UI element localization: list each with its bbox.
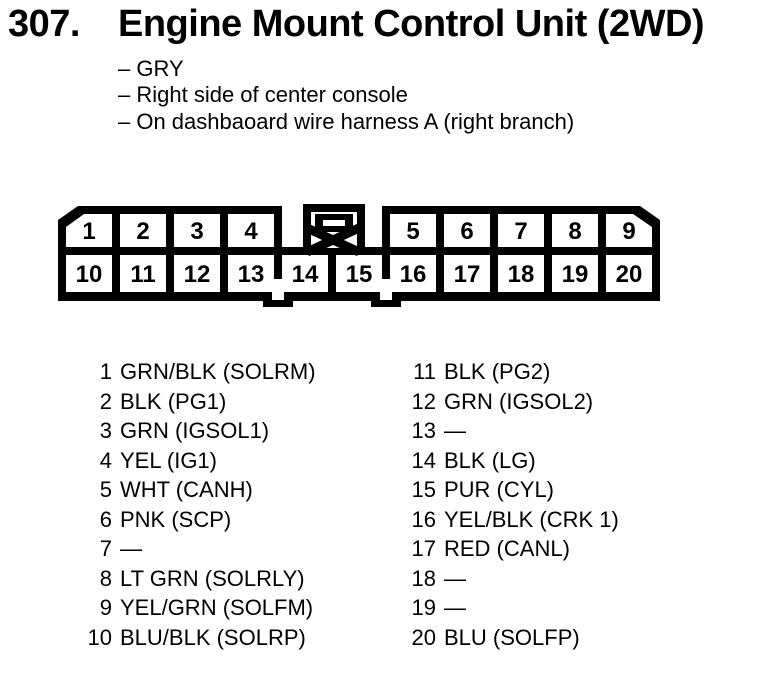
cell-number: 8 [568,218,581,245]
cell-number: 20 [616,261,643,288]
pin-number: 7 [99,536,112,561]
connector-cell-numbers: 1 2 3 4 5 6 7 8 9 10 11 12 13 14 15 16 1… [76,218,643,288]
pin-row: 15 PUR (CYL) [390,475,619,505]
pin-row: 17 RED (CANL) [390,534,619,564]
pin-label: — [444,418,466,443]
cell-number: 9 [622,218,635,245]
pin-label: GRN (IGSOL1) [120,418,270,443]
pin-row: 18 — [390,564,619,594]
pin-list-right: 11 BLK (PG2) 12 GRN (IGSOL2) 13 — 14 BLK (LG… [390,357,619,652]
pin-number: 2 [99,388,112,414]
pin-label: BLK (PG1) [120,388,227,414]
cell-number: 19 [562,261,589,288]
note-line: – GRY [118,56,184,81]
pin-row: 10 BLU/BLK (SOLRP) [60,623,316,653]
note-line: – Right side of center console [118,82,408,108]
cell-number: 1 [82,218,95,245]
pin-number: 13 [411,418,436,443]
keyway-cross-icon [305,212,361,257]
pin-row: 7— [60,534,316,564]
pin-number: 18 [411,565,436,591]
cell-number: 12 [184,261,211,288]
page-title: Engine Mount Control Unit (2WD) [118,3,705,45]
cell-number: 18 [508,261,535,288]
pin-number: 9 [99,595,112,620]
pin-number: 12 [411,388,436,414]
pin-row: 13 — [390,416,619,446]
cell-number: 16 [400,261,427,288]
connector-housing [58,204,660,307]
pin-row: 20 BLU (SOLFP) [390,623,619,653]
cell-number: 3 [190,218,203,245]
connector-cavities-bottom [66,255,652,292]
pin-label: YEL/BLK (CRK 1) [444,506,619,532]
pin-number: 16 [411,506,436,532]
pin-number: 10 [87,624,112,650]
pin-number: 19 [411,595,436,620]
pin-number: 11 [413,359,436,384]
cell-number: 15 [346,261,373,288]
pin-number: 15 [411,477,436,502]
pin-label: BLU (SOLFP) [444,624,580,650]
pin-label: RED (CANL) [444,536,570,561]
cell-number: 6 [460,218,473,245]
pin-number: 1 [99,359,112,384]
cell-number: 11 [130,261,155,288]
pin-label: WHT (CANH) [120,477,253,502]
index-notches [272,279,392,300]
pin-label: BLK (LG) [444,447,536,473]
pin-label: YEL (IG1) [120,447,217,473]
cell-number: 2 [136,218,149,245]
note-line: – On dashbaoard wire harness A (right br… [118,108,575,134]
pin-row: 11 BLK (PG2) [390,357,619,387]
pin-label: LT GRN (SOLRLY) [120,565,305,591]
cell-number: 14 [292,261,319,288]
pin-row: 4 YEL (IG1) [60,446,316,476]
pin-number: 20 [411,624,436,650]
pin-number: 6 [99,506,112,532]
pin-row: 1 GRN/BLK (SOLRM) [60,357,316,387]
pin-label: YEL/GRN (SOLFM) [120,595,314,620]
pin-number: 5 [99,477,112,502]
pin-number: 8 [99,565,112,591]
pin-number: 14 [411,447,436,473]
pin-label: PUR (CYL) [444,477,555,502]
pin-label: GRN (IGSOL2) [444,388,594,414]
cell-number: 13 [238,261,265,288]
location-notes: – GRY – Right side of center console – O… [118,56,574,135]
pin-number: 4 [99,447,112,473]
cell-number: 7 [514,218,527,245]
connector-cavities-top [66,214,652,247]
cell-number: 10 [76,261,103,288]
pin-row: 8 LT GRN (SOLRLY) [60,564,316,594]
pin-label: BLK (PG2) [444,359,551,384]
pin-number: 3 [99,418,112,443]
pin-label: PNK (SCP) [120,506,232,532]
cell-number: 5 [406,218,419,245]
pin-label: — [444,595,466,620]
pin-row: 6 PNK (SCP) [60,505,316,535]
pin-label: — [120,536,142,561]
pin-label: — [444,565,466,591]
pin-number: 17 [411,536,436,561]
pin-row: 16 YEL/BLK (CRK 1) [390,505,619,535]
pin-row: 19 — [390,593,619,623]
pin-row: 14 BLK (LG) [390,446,619,476]
pin-row: 3 GRN (IGSOL1) [60,416,316,446]
pin-list-left: 1 GRN/BLK (SOLRM) 2 BLK (PG1) 3 GRN (IGSOL1… [60,357,316,652]
cell-number: 4 [244,218,258,245]
section-number: 307. [8,3,80,45]
pin-row: 5 WHT (CANH) [60,475,316,505]
cell-number: 17 [454,261,481,288]
pin-label: BLU/BLK (SOLRP) [120,624,306,650]
pin-row: 2 BLK (PG1) [60,387,316,417]
pin-row: 9 YEL/GRN (SOLFM) [60,593,316,623]
pin-row: 12 GRN (IGSOL2) [390,387,619,417]
pin-label: GRN/BLK (SOLRM) [120,359,316,384]
